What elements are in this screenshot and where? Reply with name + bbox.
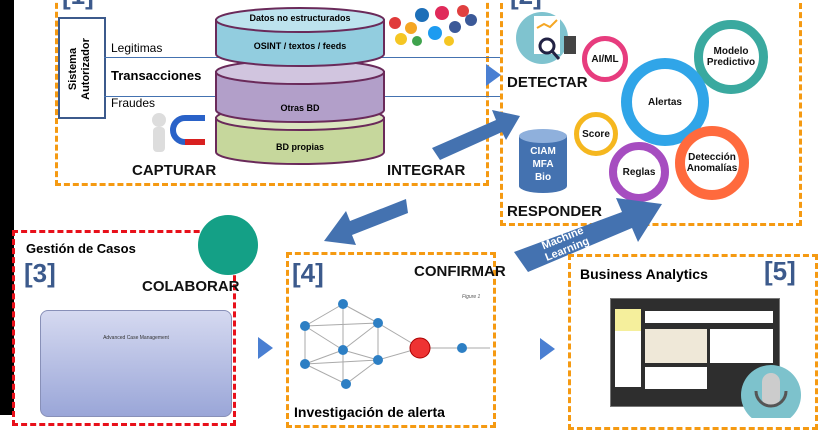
legit-label: Legitimas — [111, 41, 163, 55]
section-4-number: [4] — [292, 258, 324, 288]
section-2-number: [2] — [510, 0, 542, 11]
detect-label: DETECTAR — [507, 74, 588, 91]
plugin-arrow-2 — [324, 199, 408, 245]
figure-label: Figure 1 — [462, 294, 481, 300]
ciam-label: CIAM — [530, 146, 556, 157]
confirm-label: CONFIRMAR — [414, 263, 506, 280]
section-capture-integrate — [55, 0, 489, 186]
gear-score: Score — [574, 112, 618, 156]
db-unstructured-label: Datos no estructurados — [249, 13, 351, 23]
ciam-database-icon — [519, 129, 567, 193]
bio-label: Bio — [534, 172, 552, 183]
respond-label: RESPONDER — [507, 203, 603, 220]
case-management-title: Gestión de Casos — [26, 241, 136, 256]
integrate-label: INTEGRAR — [387, 162, 466, 179]
db-own-label: BD propias — [275, 142, 324, 152]
section-1-number: [1] — [62, 0, 94, 11]
case-management-screen-title: Advanced Case Management — [103, 335, 169, 341]
magnet-icon — [152, 113, 205, 152]
gear-aiml: AI/ML — [582, 36, 628, 82]
transactions-label: Transacciones — [111, 68, 202, 83]
social-media-icons — [389, 5, 477, 46]
machine-learning-arrow — [514, 198, 662, 272]
gear-anomaly-detection: Detección Anomalías — [675, 126, 749, 200]
microphone-icon — [741, 365, 801, 418]
capture-label: CAPTURAR — [132, 162, 217, 179]
investigation-caption: Investigación de alerta — [294, 404, 445, 420]
section-5-number: [5] — [764, 256, 796, 286]
network-globe-icon — [198, 215, 258, 275]
case-management-screenshot: Advanced Case Management — [40, 310, 232, 417]
business-analytics-title: Business Analytics — [580, 266, 708, 282]
plugin-arrow-1 — [432, 110, 520, 160]
gear-predictive-model: Modelo Predictivo — [694, 20, 768, 94]
collaborate-label: COLABORAR — [142, 278, 240, 295]
link-analysis-graph — [300, 299, 490, 389]
flow-arrow-to-detect — [486, 64, 501, 86]
left-black-band — [0, 0, 14, 415]
authorization-system-label: Sistema Autorizador — [67, 38, 92, 100]
db-other-label: Otras BD — [280, 103, 320, 113]
flow-arrow-to-analytics — [540, 338, 555, 360]
analytics-report-icon — [516, 12, 576, 64]
db-osint-label: OSINT / textos / feeds — [253, 41, 347, 51]
frauds-label: Fraudes — [111, 96, 156, 110]
mfa-label: MFA — [532, 159, 554, 170]
section-3-number: [3] — [24, 258, 56, 288]
database-stack — [215, 7, 385, 165]
authorization-system-box — [58, 17, 106, 119]
flow-arrow-to-confirm — [258, 337, 273, 359]
gear-rules: Reglas — [609, 142, 669, 202]
